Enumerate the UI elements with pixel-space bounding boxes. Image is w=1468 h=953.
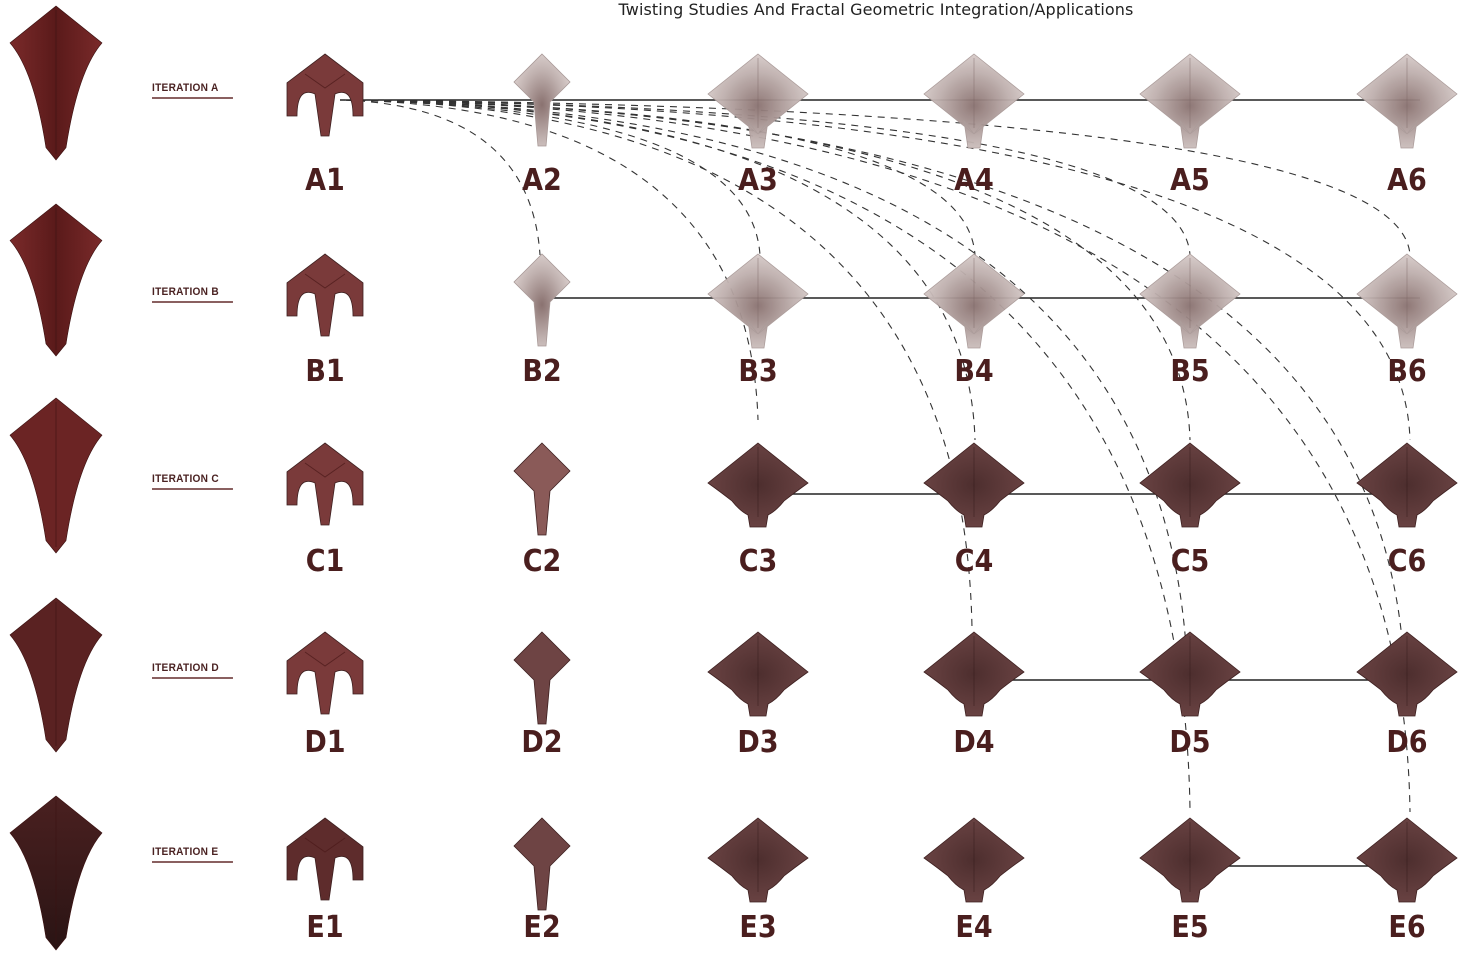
- study-form-d2: [513, 631, 571, 725]
- study-form-e4: [923, 817, 1025, 903]
- study-form-a1: [286, 53, 364, 137]
- iteration-d-label: ITERATION D: [152, 662, 233, 679]
- study-form-e3: [707, 817, 809, 903]
- study-form-d5: [1139, 631, 1241, 717]
- study-ridge-b1: [304, 273, 346, 289]
- study-ridge-c1: [304, 462, 346, 478]
- study-label-b6: B6: [1387, 354, 1426, 389]
- study-form-c2: [513, 442, 571, 536]
- study-form-d6: [1356, 631, 1458, 717]
- study-label-e3: E3: [739, 910, 776, 945]
- study-form-d3: [707, 631, 809, 717]
- study-label-a5: A5: [1170, 163, 1210, 198]
- study-form-a6: [1356, 53, 1458, 149]
- study-form-e5: [1139, 817, 1241, 903]
- iteration-b-label: ITERATION B: [152, 286, 233, 303]
- study-label-d3: D3: [737, 725, 778, 760]
- study-label-a2: A2: [522, 163, 562, 198]
- study-label-e5: E5: [1171, 910, 1208, 945]
- study-shape-c1: [286, 442, 364, 526]
- dashed-arc-5: [344, 99, 1411, 813]
- dashed-arc-13: [344, 99, 1189, 691]
- study-form-e1: [286, 817, 364, 901]
- dashed-arc-2: [344, 99, 759, 421]
- study-label-a3: A3: [738, 163, 778, 198]
- iteration-a-label: ITERATION A: [152, 82, 233, 99]
- study-shape-a2: [513, 53, 571, 147]
- study-form-b4: [923, 253, 1025, 349]
- study-form-b1: [286, 253, 364, 337]
- study-form-a2: [513, 53, 571, 147]
- study-label-e1: E1: [306, 910, 343, 945]
- study-form-e6: [1356, 817, 1458, 903]
- study-shape-d1: [286, 631, 364, 715]
- study-shape-b1: [286, 253, 364, 337]
- study-label-e2: E2: [523, 910, 560, 945]
- study-label-b2: B2: [522, 354, 561, 389]
- dashed-arc-1: [344, 99, 541, 256]
- study-form-d4: [923, 631, 1025, 717]
- study-shape-c2: [513, 442, 571, 536]
- study-label-b1: B1: [305, 354, 344, 389]
- study-form-d1: [286, 631, 364, 715]
- study-form-c5: [1139, 442, 1241, 528]
- study-label-a1: A1: [305, 163, 345, 198]
- study-label-d6: D6: [1386, 725, 1427, 760]
- study-label-a6: A6: [1387, 163, 1427, 198]
- study-form-c3: [707, 442, 809, 528]
- study-label-d1: D1: [304, 725, 345, 760]
- study-shape-b2: [513, 253, 571, 347]
- study-label-e6: E6: [1388, 910, 1425, 945]
- study-form-b5: [1139, 253, 1241, 349]
- dashed-arc-12: [344, 99, 1411, 441]
- study-label-d4: D4: [953, 725, 994, 760]
- dashed-arc-9: [344, 99, 1411, 256]
- study-shape-e2: [513, 817, 571, 911]
- study-form-c1: [286, 442, 364, 526]
- dashed-arc-3: [344, 99, 973, 629]
- study-form-a5: [1139, 53, 1241, 149]
- study-form-c6: [1356, 442, 1458, 528]
- study-form-c4: [923, 442, 1025, 528]
- dashed-arc-10: [344, 99, 976, 441]
- study-label-e4: E4: [955, 910, 992, 945]
- study-label-c5: C5: [1171, 544, 1210, 579]
- study-label-c3: C3: [739, 544, 778, 579]
- study-form-e2: [513, 817, 571, 911]
- iteration-e-label: ITERATION E: [152, 846, 233, 863]
- study-label-d2: D2: [521, 725, 562, 760]
- study-ridge-a1: [304, 73, 346, 89]
- study-label-a4: A4: [954, 163, 994, 198]
- study-label-c4: C4: [955, 544, 994, 579]
- study-label-c2: C2: [523, 544, 562, 579]
- study-ridge-e1: [304, 837, 346, 853]
- study-label-c1: C1: [306, 544, 345, 579]
- diagram-title: Twisting Studies And Fractal Geometric I…: [618, 0, 1134, 19]
- study-label-b5: B5: [1170, 354, 1209, 389]
- study-label-c6: C6: [1388, 544, 1427, 579]
- dashed-arc-7: [344, 99, 976, 256]
- study-shape-a1: [286, 53, 364, 137]
- study-form-b2: [513, 253, 571, 347]
- iteration-c-label: ITERATION C: [152, 473, 233, 490]
- study-form-b3: [707, 253, 809, 349]
- study-label-b3: B3: [738, 354, 777, 389]
- study-shape-e1: [286, 817, 364, 901]
- study-label-b4: B4: [954, 354, 993, 389]
- dashed-arc-14: [344, 99, 1406, 691]
- study-ridge-d1: [304, 651, 346, 667]
- study-shape-d2: [513, 631, 571, 725]
- study-label-d5: D5: [1169, 725, 1210, 760]
- study-form-a3: [707, 53, 809, 149]
- study-form-a4: [923, 53, 1025, 149]
- study-form-b6: [1356, 253, 1458, 349]
